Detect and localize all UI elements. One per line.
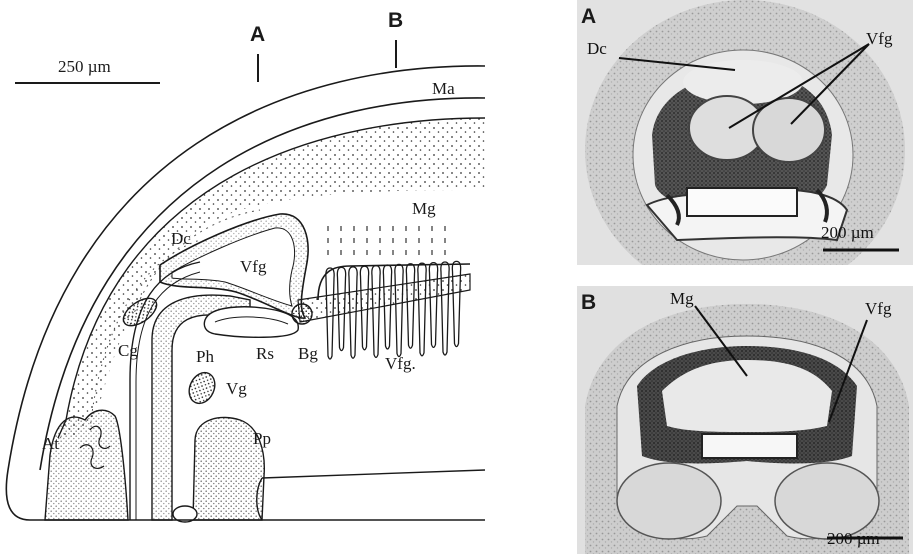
vfg-villus [395, 264, 403, 356]
photo-b-label-mg: Mg [670, 290, 694, 307]
atrium [45, 410, 128, 520]
vfg-villus [418, 263, 426, 356]
vfg-villus [372, 266, 380, 358]
label-bg: Bg [298, 345, 318, 362]
section-marker-a: A [250, 24, 265, 45]
label-ma: Ma [432, 80, 455, 97]
schematic-drawing [0, 0, 560, 554]
photo-a-panel-label: A [581, 6, 596, 27]
label-vfg: Vfg [240, 258, 266, 275]
label-vg: Vg [226, 380, 247, 397]
photo-a-label-vfg: Vfg [866, 30, 892, 47]
photo-b-scale-label: 200 µm [827, 530, 880, 547]
photo-section-b: B Mg Vfg 200 µm [577, 286, 913, 554]
photo-b-label-vfg: Vfg [865, 300, 891, 317]
label-cg: Cg [118, 342, 138, 359]
section-marker-b: B [388, 10, 403, 31]
vfg-villus [406, 264, 414, 348]
photo-a-label-dc: Dc [587, 40, 607, 57]
mg-dots-group [328, 226, 445, 255]
photo-a-scale-label: 200 µm [821, 224, 874, 241]
photo-section-a: A Dc Vfg 200 µm [577, 0, 913, 265]
ventral-ganglion [184, 368, 219, 407]
vfg-villus [383, 265, 391, 349]
label-rs: Rs [256, 345, 274, 362]
photo-b-art [577, 286, 913, 554]
label-pp: Pp [253, 430, 271, 447]
label-vfg-lower: Vfg. [385, 355, 416, 372]
foot-upper [262, 470, 485, 478]
label-at: At [42, 435, 59, 452]
label-dc: Dc [171, 230, 191, 247]
label-ph: Ph [196, 348, 214, 365]
scale-bar-label: 250 µm [58, 58, 111, 75]
vfg-villus [429, 263, 437, 348]
vfg-villus [452, 261, 460, 346]
photo-b-panel-label: B [581, 292, 596, 313]
vfg-villus [441, 262, 449, 355]
label-mg: Mg [412, 200, 436, 217]
